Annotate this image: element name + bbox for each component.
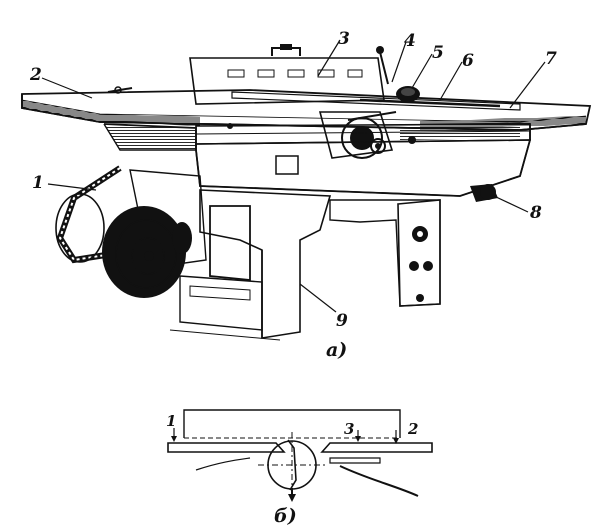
label-7-outfeed-table: 7 — [545, 49, 557, 69]
label-1-belt: 1 — [32, 173, 44, 193]
label-6-fence-rail: 6 — [462, 51, 474, 71]
label-3-fence-plate: 3 — [338, 29, 350, 49]
label-2-infeed-table: 2 — [29, 65, 42, 85]
label-5-knob: 5 — [432, 43, 444, 63]
cross-section-diagram — [167, 409, 433, 502]
caption-b: б) — [274, 505, 297, 526]
label-4-guard-lever: 4 — [404, 31, 416, 51]
section-label-2: 2 — [407, 420, 418, 438]
section-label-1: 1 — [166, 412, 176, 430]
section-label-3: 3 — [344, 420, 354, 438]
label-9-stand: 9 — [336, 311, 348, 331]
caption-a: а) — [326, 339, 347, 361]
label-8-handwheel: 8 — [529, 203, 542, 223]
machine-drawing — [21, 39, 592, 341]
